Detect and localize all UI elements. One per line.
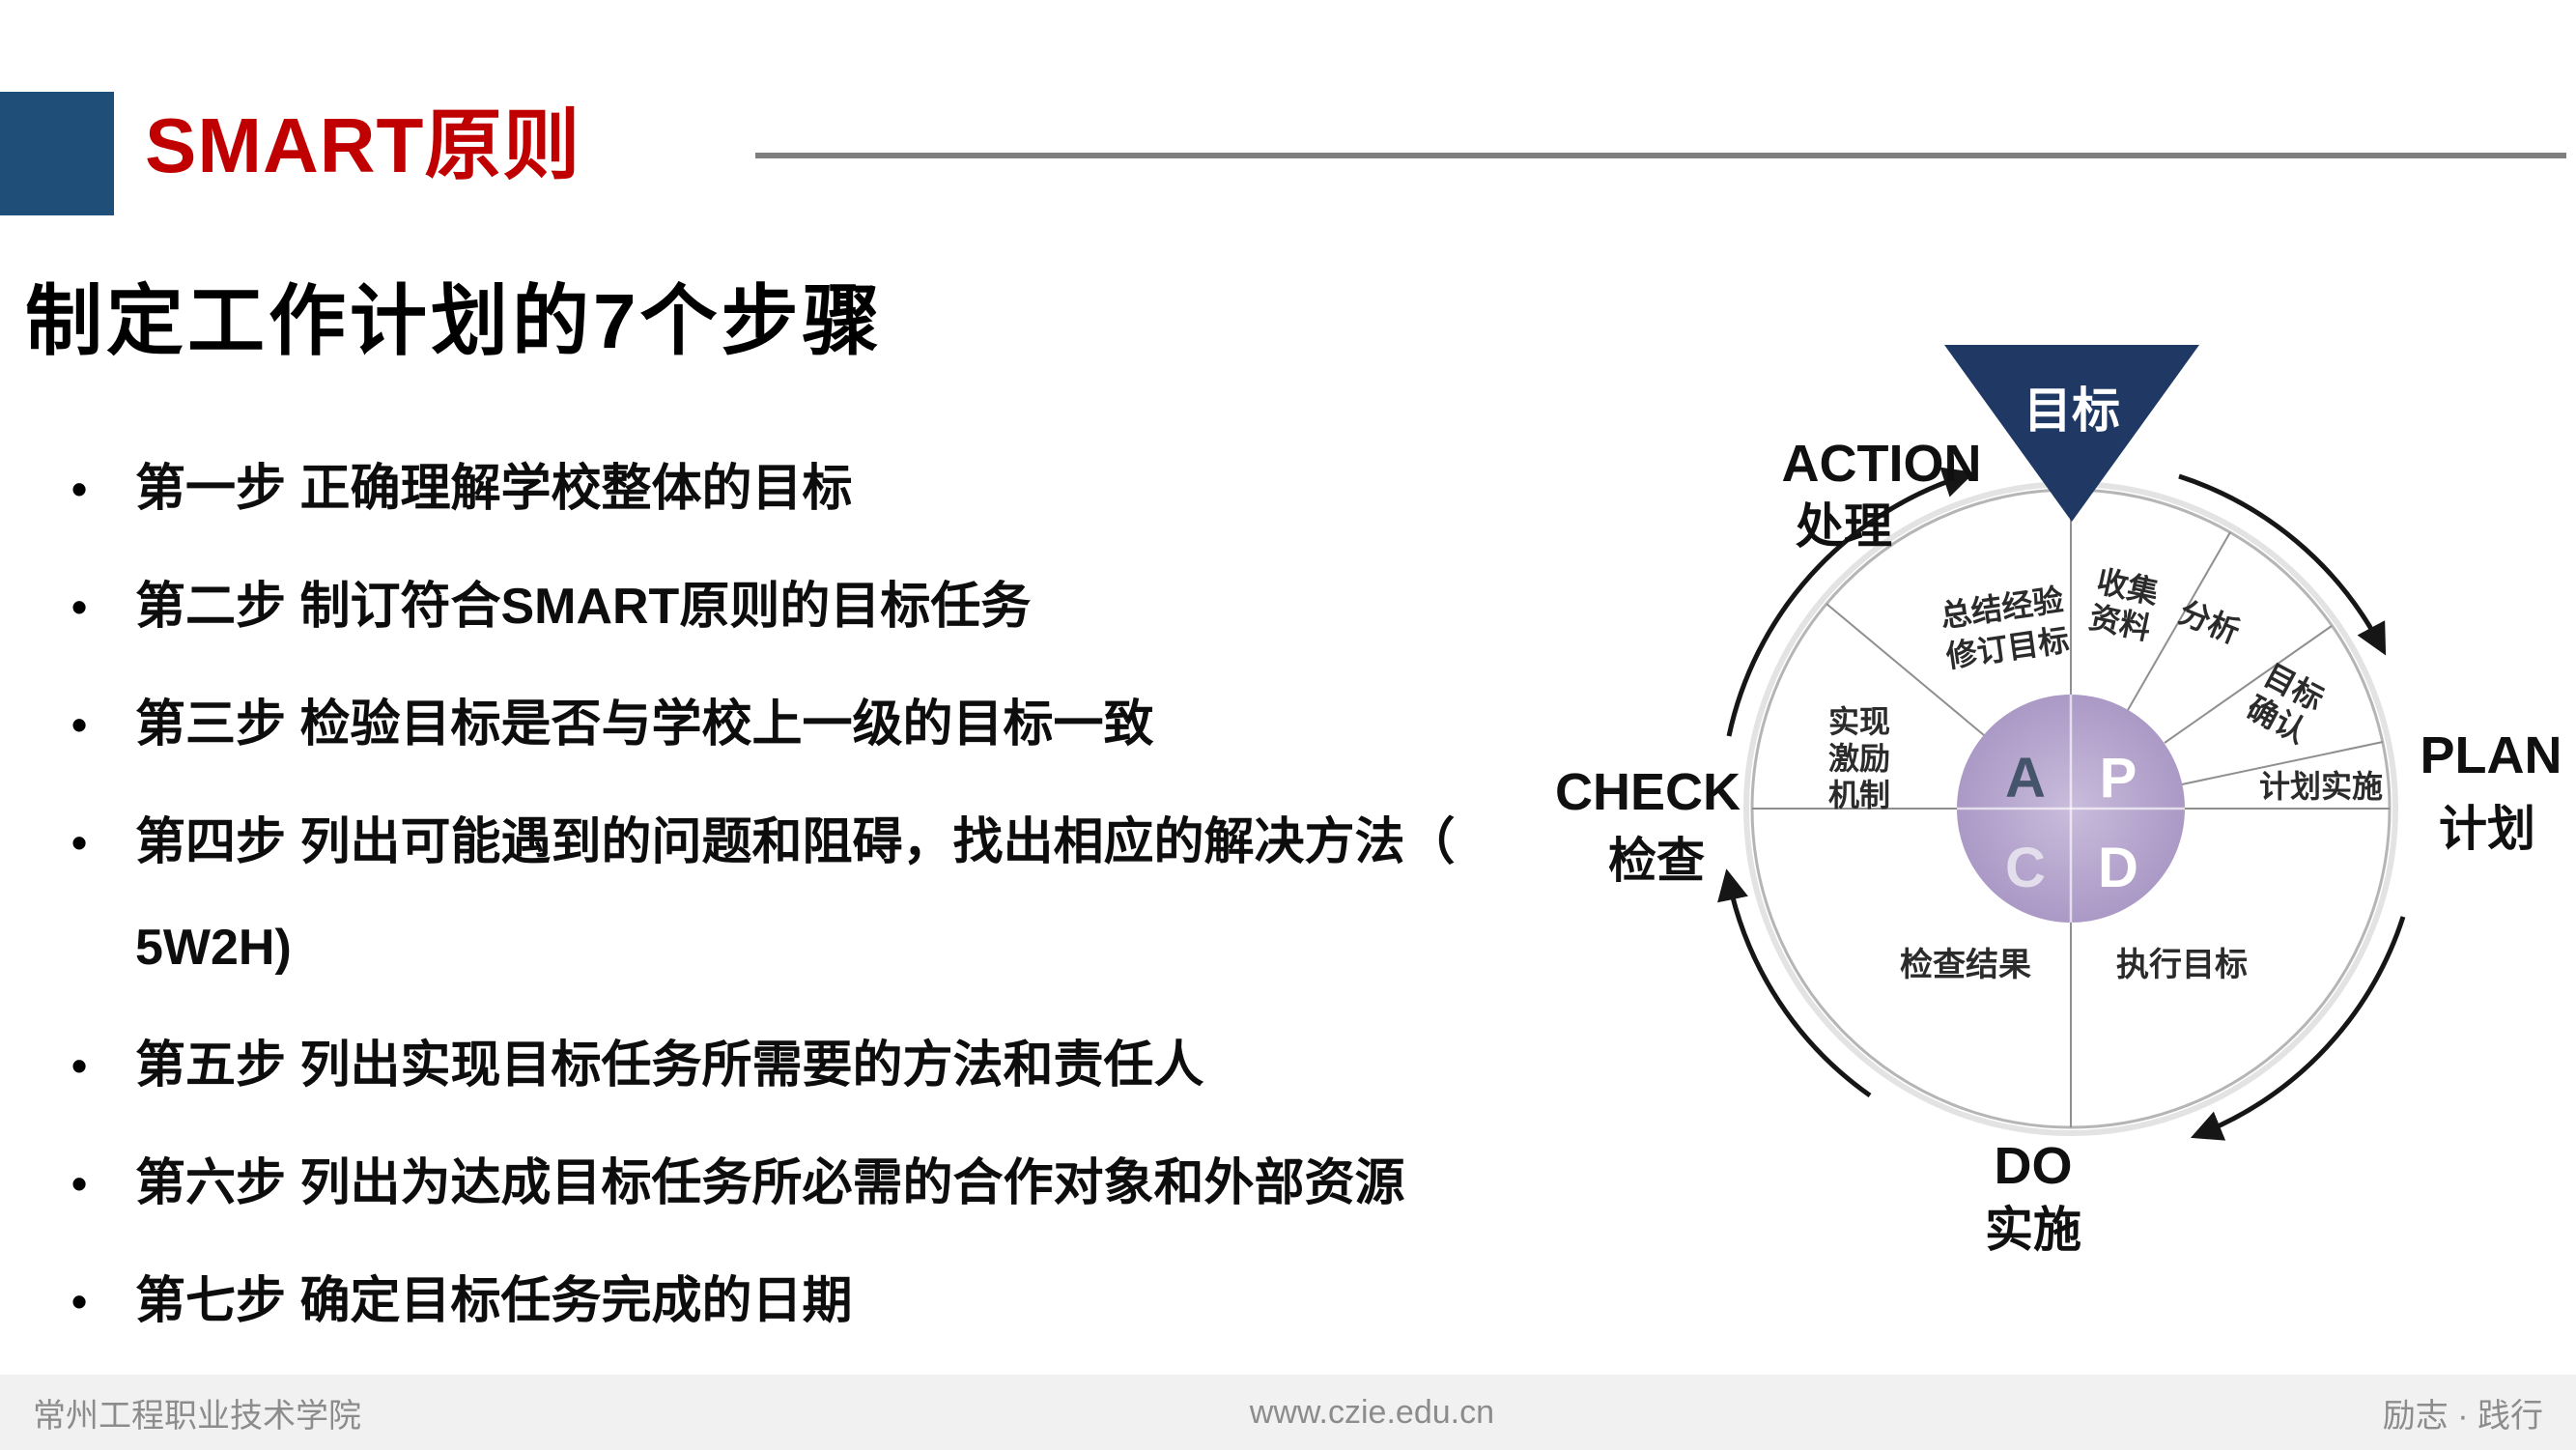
label-incentive-line1: 实现 [1828, 704, 1890, 739]
step-text: 第七步 确定目标任务完成的日期 [135, 1273, 853, 1329]
cycle-arrow-top-left [1726, 467, 1975, 737]
letter-d: D [2098, 837, 2138, 899]
title-underline-rule [755, 153, 2566, 158]
wedge-divider-collect-analyze [2127, 531, 2231, 711]
label-plan-en: PLAN [2420, 726, 2562, 784]
page-title: SMART原则 [145, 102, 581, 188]
label-do-en: DO [1995, 1137, 2073, 1195]
label-plan-implement: 计划实施 [2259, 769, 2383, 804]
step-text: 第四步 列出可能遇到的问题和阻碍，找出相应的解决方法（​5W2H) [135, 814, 1456, 976]
label-execute-goal: 执行目标 [2116, 947, 2248, 983]
footer-website: www.czie.edu.cn [1249, 1393, 1494, 1431]
goal-triangle [1944, 345, 2199, 522]
step-text: 第三步 检验目标是否与学校上一级的目标一致 [135, 697, 1154, 753]
step-item-6: 第六步 列出为达成目标任务所必需的合作对象和外部资源 [60, 1131, 1567, 1237]
cycle-arrow-bottom-left [1717, 868, 1872, 1098]
footer-motto: 励志 · 践行 [2382, 1397, 2543, 1435]
step-item-4: 第四步 列出可能遇到的问题和阻碍，找出相应的解决方法（​5W2H) [60, 790, 1567, 1001]
step-item-3: 第三步 检验目标是否与学校上一级的目标一致 [60, 672, 1567, 778]
slide-subtitle: 制定工作计划的7个步骤 [25, 278, 884, 364]
step-text: 第一步 正确理解学校整体的目标 [135, 461, 853, 517]
footer-bar: 常州工程职业技术学院 www.czie.edu.cn 励志 · 践行 [0, 1375, 2576, 1450]
step-item-7: 第七步 确定目标任务完成的日期 [60, 1249, 1567, 1354]
wedge-divider-summarize-incentive [1826, 603, 1985, 736]
letter-p: P [2100, 747, 2137, 810]
step-item-2: 第二步 制订符合SMART原则的目标任务 [60, 554, 1567, 660]
step-item-1: 第一步 正确理解学校整体的目标 [60, 437, 1567, 542]
step-text: 第六步 列出为达成目标任务所必需的合作对象和外部资源 [135, 1155, 1405, 1211]
step-text: 第五步 列出实现目标任务所需要的方法和责任人 [135, 1038, 1204, 1094]
cycle-arrow-bottom-right [2190, 916, 2406, 1141]
footer-school-name: 常州工程职业技术学院 [33, 1397, 361, 1435]
pdca-cycle-svg: 总结经验 修订目标 收集 资料 分析 目标 确认 计划实施 实现 激励 机制 检… [1555, 345, 2562, 1257]
step-text: 第二步 制订符合SMART原则的目标任务 [135, 579, 1032, 635]
label-do-zh: 实施 [1985, 1203, 2081, 1257]
label-plan-zh: 计划 [2439, 802, 2535, 856]
label-check-zh: 检查 [1608, 834, 1705, 888]
letter-a: A [2005, 747, 2046, 810]
label-action-en: ACTION [1782, 435, 1982, 493]
label-check-result: 检查结果 [1900, 946, 2031, 983]
label-incentive-line2: 激励 [1828, 741, 1890, 776]
cycle-arrow-top-right [2178, 473, 2387, 656]
wedge-divider-confirm-plan [2181, 741, 2384, 785]
label-incentive-line3: 机制 [1828, 778, 1890, 812]
label-incentive-group: 实现 激励 机制 [1828, 704, 1890, 812]
steps-list: 第一步 正确理解学校整体的目标 第二步 制订符合SMART原则的目标任务 第三步… [60, 437, 1567, 1367]
label-check-en: CHECK [1555, 763, 1741, 821]
wedge-divider-analyze-confirm [2164, 625, 2333, 744]
pdca-cycle-diagram: 总结经验 修订目标 收集 资料 分析 目标 确认 计划实施 实现 激励 机制 检… [1485, 319, 2576, 1314]
step-item-5: 第五步 列出实现目标任务所需要的方法和责任人 [60, 1013, 1567, 1119]
goal-label: 目标 [2024, 384, 2120, 438]
title-accent-square [0, 92, 114, 215]
label-action-zh: 处理 [1796, 499, 1892, 554]
letter-c: C [2005, 837, 2046, 899]
